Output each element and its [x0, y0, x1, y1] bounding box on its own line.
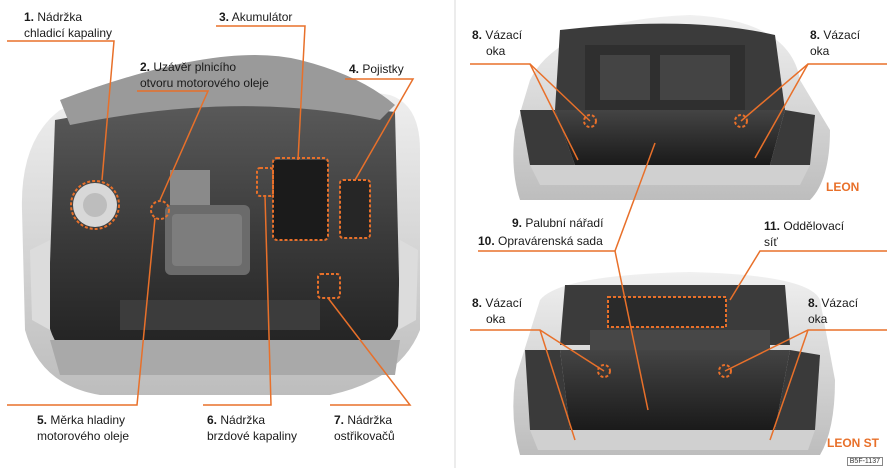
highlight-lashing-eye-1 — [583, 114, 597, 128]
brand-leon: LEON — [826, 180, 860, 194]
label-onboard-tools: 9. Palubní nářadí — [512, 216, 604, 230]
figure-code: B5F-1137 — [846, 457, 883, 466]
leon-st-trunk-photo — [513, 272, 835, 455]
label-repair-kit: 10. Opravárenská sada — [478, 234, 603, 248]
highlight-lashing-eye-2 — [734, 114, 748, 128]
leon-trunk-photo — [513, 15, 830, 200]
highlight-lashing-eye-3 — [597, 364, 611, 378]
highlight-battery — [272, 157, 329, 241]
highlight-oil-filler-cap — [150, 200, 170, 220]
label-battery: 3. Akumulátor — [219, 10, 293, 24]
highlight-lashing-eye-4 — [718, 364, 732, 378]
highlight-coolant-reservoir — [70, 180, 120, 230]
label-fuses: 4. Pojistky — [349, 62, 404, 76]
leader-lines — [7, 25, 887, 441]
highlight-separation-net — [607, 296, 727, 328]
brand-leon-st: LEON ST — [827, 436, 880, 450]
engine-bay-photo — [21, 55, 421, 396]
highlight-washer-reservoir — [317, 273, 341, 299]
